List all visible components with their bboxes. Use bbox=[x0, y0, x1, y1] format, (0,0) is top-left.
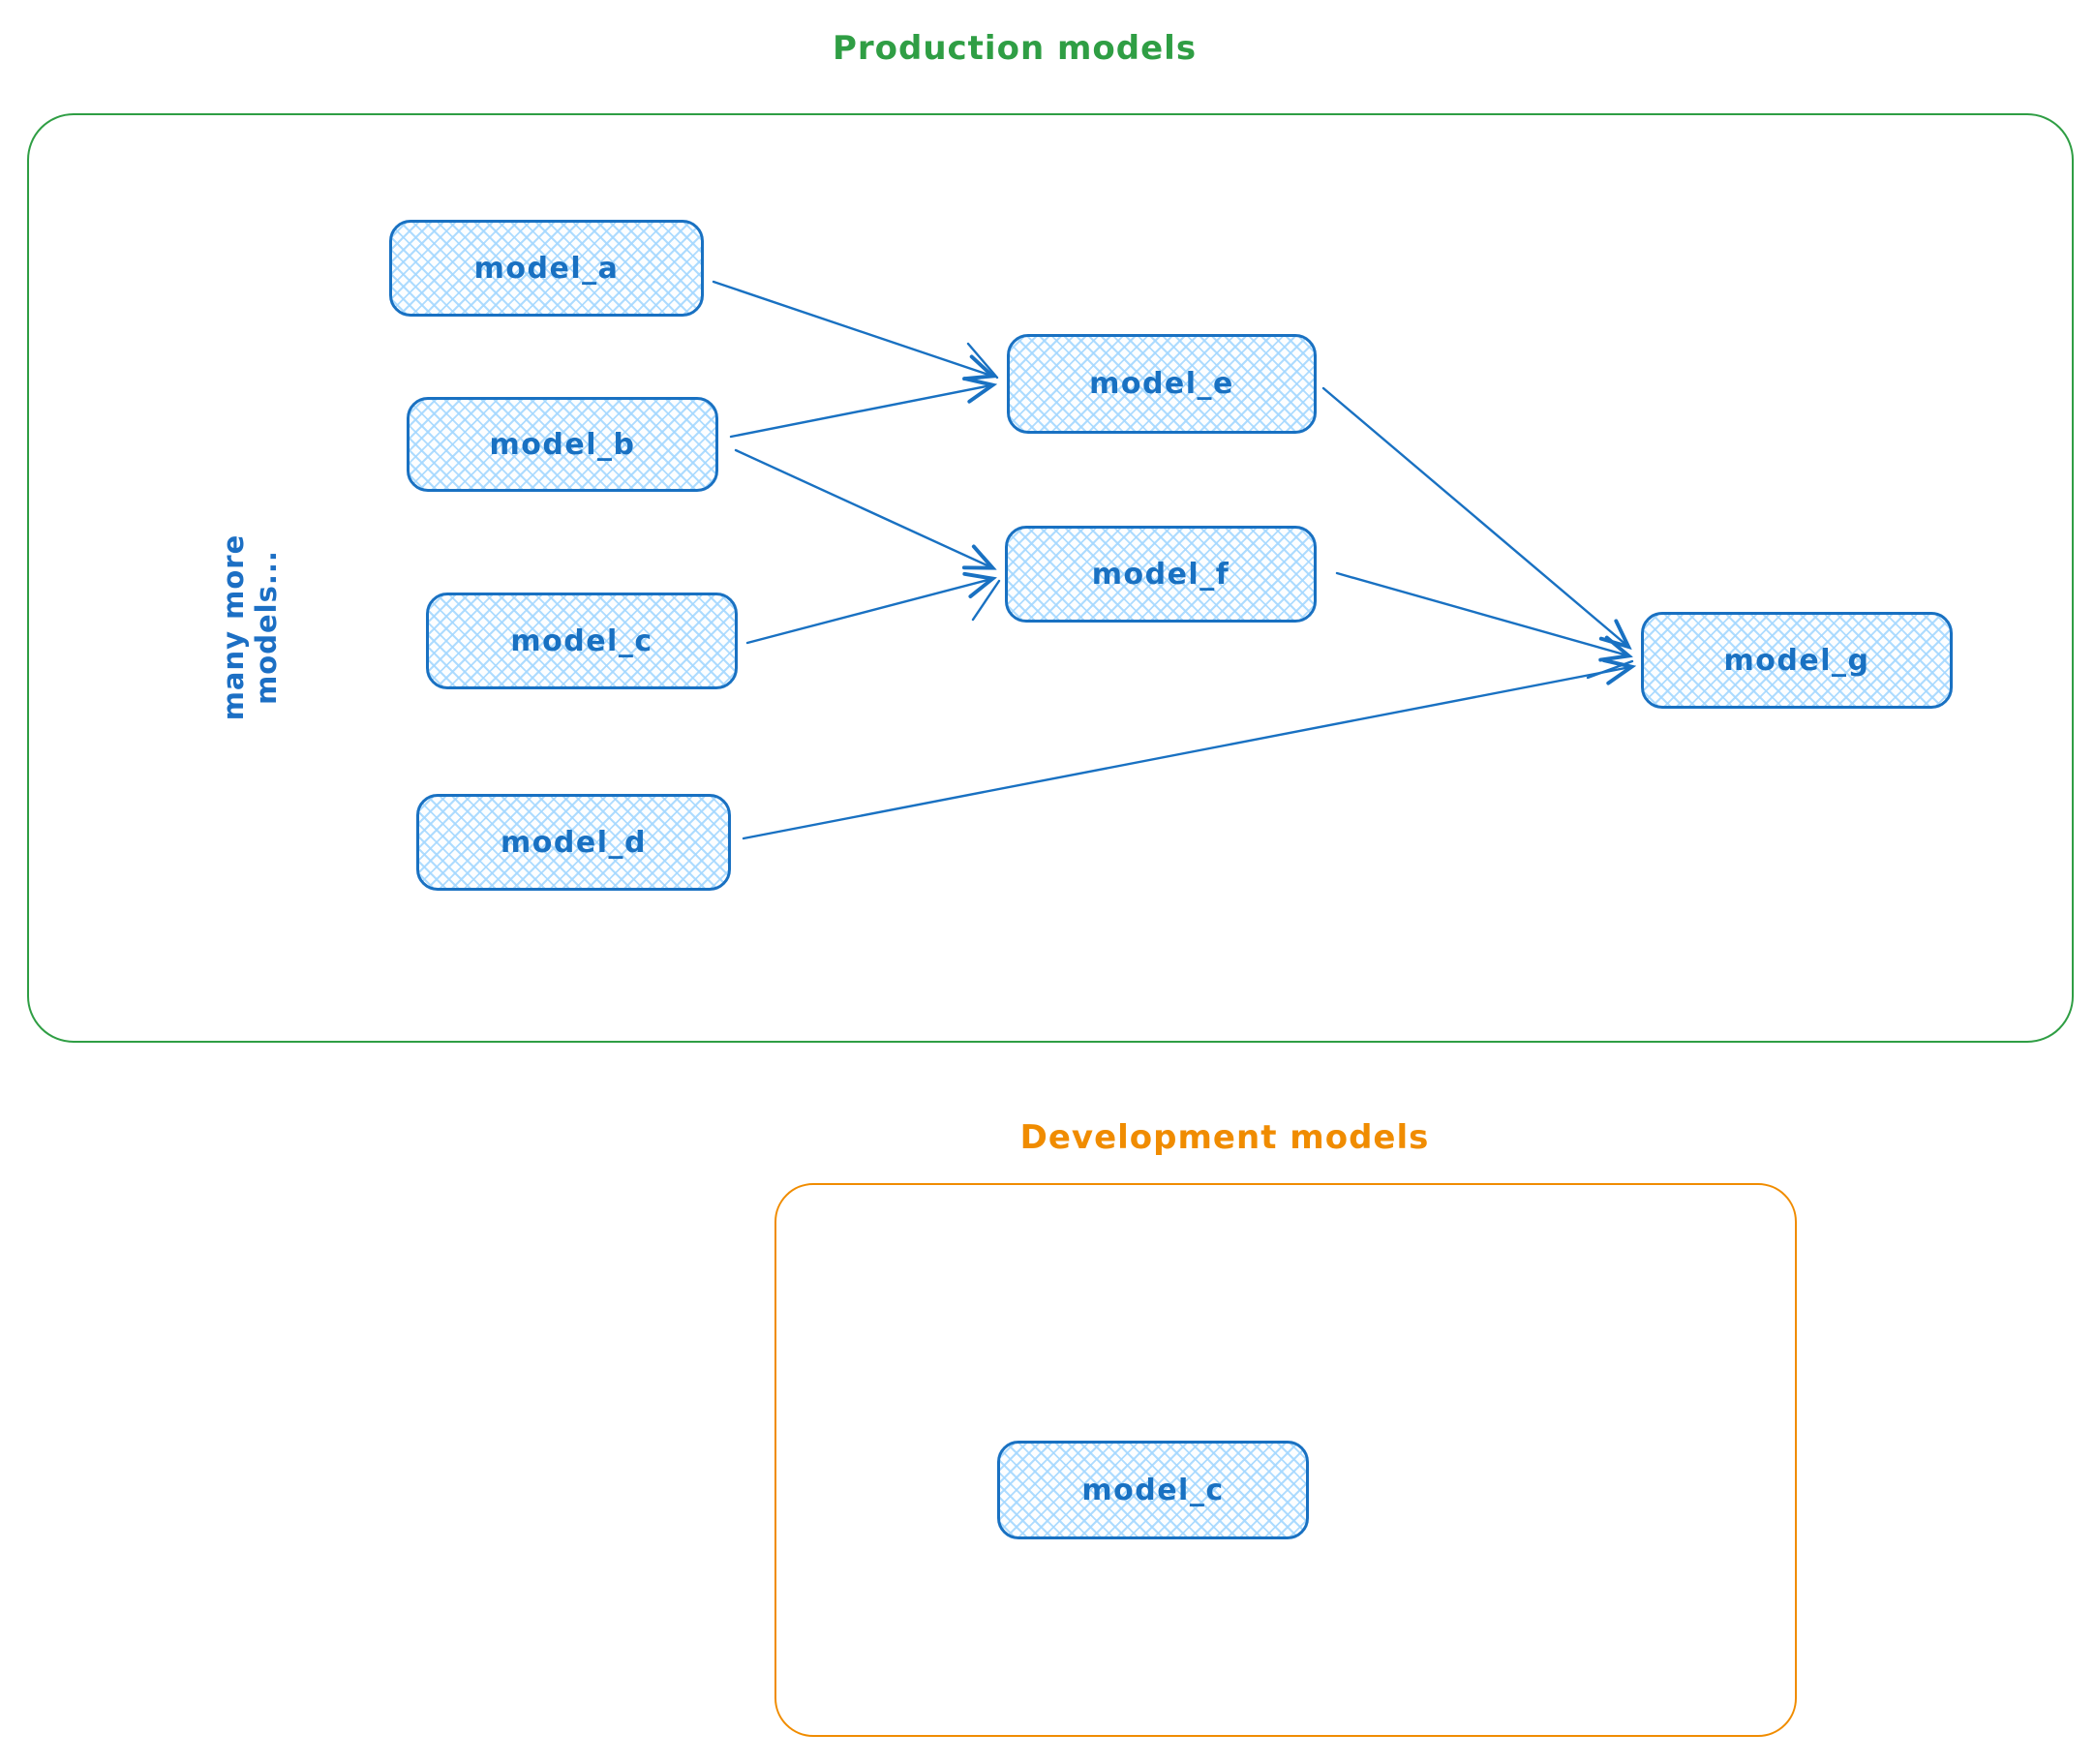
node-model-b[interactable]: model_b bbox=[407, 397, 718, 492]
node-model-e[interactable]: model_e bbox=[1007, 334, 1317, 434]
node-model-g[interactable]: model_g bbox=[1641, 612, 1953, 709]
node-model-c-label: model_c bbox=[510, 623, 653, 658]
arrow-model-b-to-model-e[interactable] bbox=[729, 385, 991, 439]
development-container[interactable] bbox=[774, 1183, 1797, 1737]
node-model-c-dev[interactable]: model_c bbox=[997, 1441, 1309, 1539]
node-model-d[interactable]: model_d bbox=[416, 794, 731, 891]
sketch-barb-f bbox=[971, 579, 1001, 622]
sketch-barb-g bbox=[1586, 659, 1634, 680]
node-model-c[interactable]: model_c bbox=[426, 593, 738, 689]
arrow-model-e-to-model-g[interactable] bbox=[1321, 386, 1627, 646]
arrow-model-a-to-model-e[interactable] bbox=[712, 280, 991, 376]
node-model-a[interactable]: model_a bbox=[389, 220, 704, 317]
node-model-c-dev-label: model_c bbox=[1081, 1473, 1225, 1507]
node-model-g-label: model_g bbox=[1723, 643, 1870, 678]
node-model-f[interactable]: model_f bbox=[1005, 526, 1317, 623]
node-model-b-label: model_b bbox=[489, 427, 636, 462]
arrow-model-f-to-model-g[interactable] bbox=[1335, 571, 1627, 655]
sketch-barb-e bbox=[966, 342, 999, 380]
node-model-e-label: model_e bbox=[1089, 367, 1234, 401]
production-title: Production models bbox=[832, 29, 1198, 68]
arrow-model-b-to-model-f[interactable] bbox=[734, 448, 991, 567]
node-model-d-label: model_d bbox=[501, 825, 647, 860]
node-model-f-label: model_f bbox=[1091, 557, 1230, 592]
development-title: Development models bbox=[1019, 1118, 1430, 1157]
node-model-a-label: model_a bbox=[473, 251, 620, 286]
arrow-model-d-to-model-g[interactable] bbox=[742, 667, 1630, 840]
arrow-model-c-to-model-f[interactable] bbox=[745, 579, 991, 645]
production-container[interactable] bbox=[27, 113, 2074, 1043]
